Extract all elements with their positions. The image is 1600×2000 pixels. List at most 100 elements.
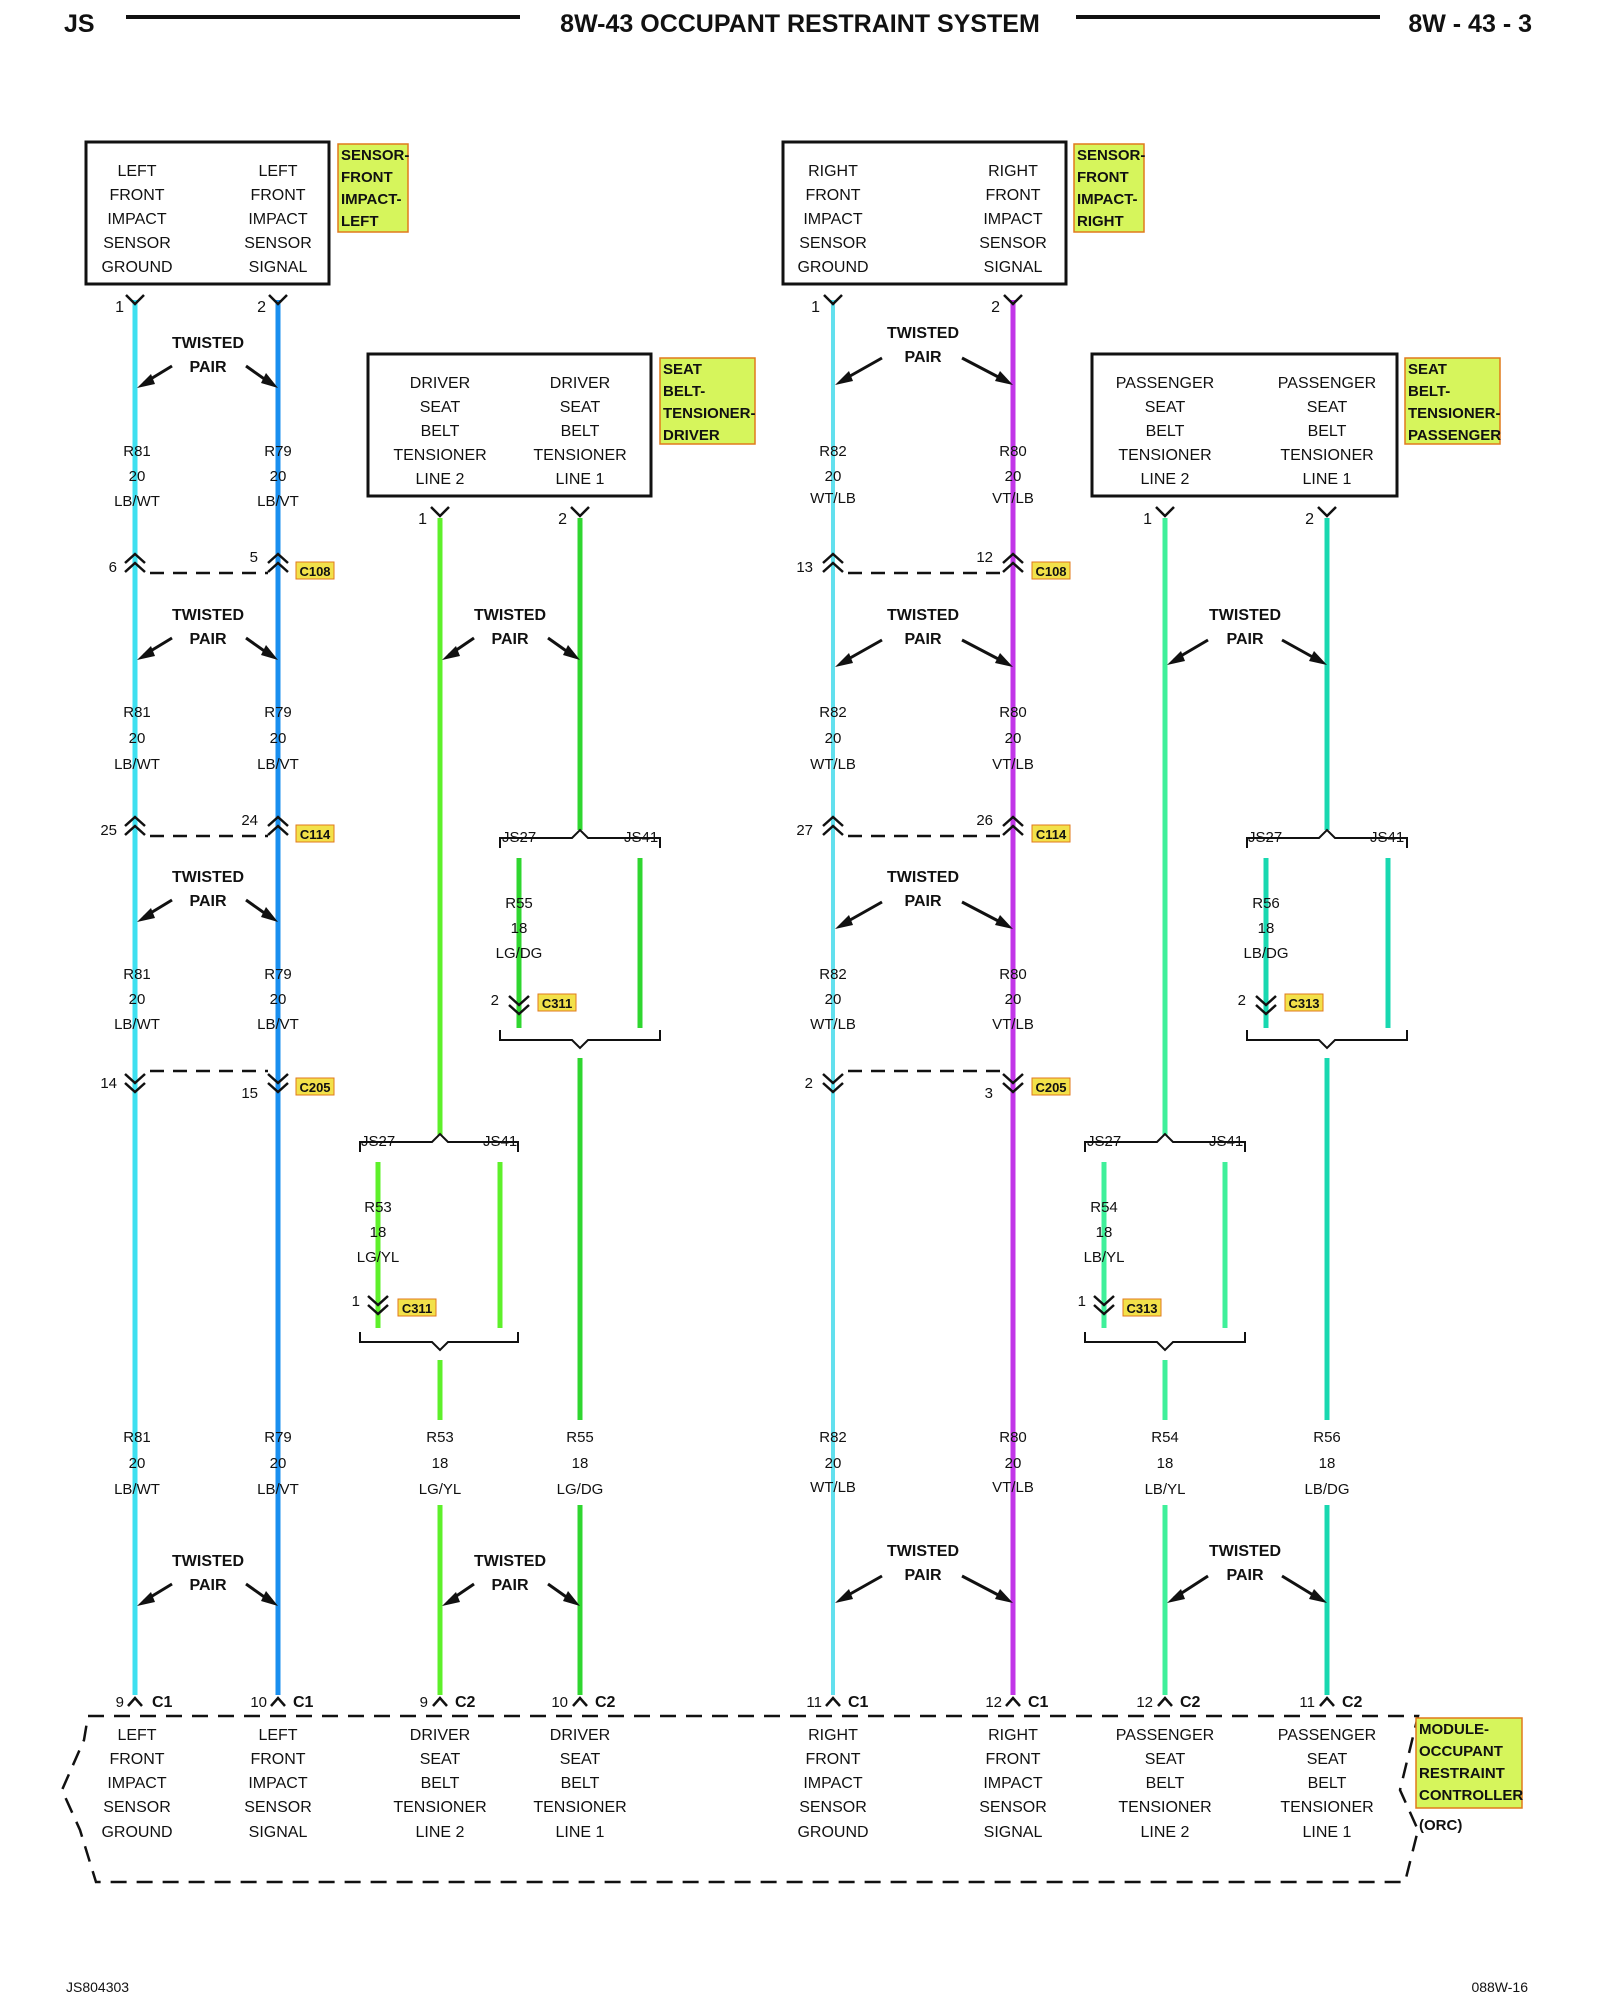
svg-text:FRONT: FRONT	[109, 1751, 164, 1768]
svg-text:2: 2	[805, 1075, 813, 1092]
svg-text:C2: C2	[595, 1694, 616, 1711]
sensor-front-impact-left: LEFT FRONT IMPACT SENSOR GROUND LEFT FRO…	[84, 140, 409, 316]
pin-terminal	[1155, 506, 1175, 518]
svg-text:LB/WT: LB/WT	[114, 493, 160, 510]
label: TENSIONER	[1280, 447, 1373, 464]
svg-text:IMPACT: IMPACT	[248, 1775, 307, 1792]
label: DRIVER	[550, 375, 610, 392]
svg-text:12: 12	[976, 549, 993, 566]
svg-text:TENSIONER: TENSIONER	[533, 1799, 626, 1816]
pin-terminal	[1003, 294, 1023, 306]
twisted-pair-label: TWISTED PAIR	[442, 1553, 580, 1606]
label: LINE 2	[1141, 471, 1190, 488]
svg-text:2: 2	[1238, 992, 1246, 1009]
label: PASSENGER	[1278, 375, 1376, 392]
wire-label-r56: R56 18 LB/DG	[1304, 1429, 1349, 1498]
wire-label-r53: R53 18 LG/YL	[419, 1429, 462, 1498]
seat-belt-tensioner-driver: DRIVER SEAT BELT TENSIONER LINE 2 DRIVER…	[366, 352, 756, 528]
tag-text: CONTROLLER	[1419, 1787, 1523, 1804]
svg-text:BELT: BELT	[1308, 1775, 1347, 1792]
svg-text:R81: R81	[123, 443, 151, 460]
wire-label-r81: R81 20 LB/WT	[114, 443, 160, 510]
svg-text:11: 11	[806, 1694, 822, 1711]
pin-terminal	[570, 506, 590, 518]
page-footer: JS804303 088W-16	[66, 1979, 1528, 1995]
svg-text:VT/LB: VT/LB	[992, 1016, 1034, 1033]
orc-col-driver-line2: DRIVER SEAT BELT TENSIONER LINE 2	[393, 1727, 486, 1841]
twisted-pair-label: TWISTED PAIR	[835, 869, 1013, 929]
twisted-pair-label: TWISTED PAIR	[835, 607, 1013, 667]
label: FRONT	[109, 187, 164, 204]
svg-text:18: 18	[1096, 1224, 1113, 1241]
label: IMPACT	[803, 211, 862, 228]
component-tag	[337, 143, 409, 233]
svg-text:PAIR: PAIR	[491, 631, 528, 648]
svg-text:SIGNAL: SIGNAL	[249, 1824, 308, 1841]
svg-text:25: 25	[100, 822, 117, 839]
svg-text:C311: C311	[402, 1301, 432, 1316]
svg-text:15: 15	[241, 1085, 258, 1102]
svg-text:10: 10	[250, 1694, 267, 1711]
label: LINE 1	[1303, 471, 1352, 488]
pin-terminal	[125, 294, 145, 306]
orc-abbreviation: (ORC)	[1419, 1817, 1462, 1834]
svg-text:20: 20	[825, 468, 842, 485]
label: SENSOR	[979, 235, 1047, 252]
svg-text:R56: R56	[1313, 1429, 1341, 1446]
component-box	[1090, 352, 1399, 498]
wire-labels: R81 20 LB/WT R81 20 LB/WT R81 20 LB/WT R…	[114, 443, 1349, 1498]
svg-text:JS27: JS27	[1248, 829, 1282, 846]
label: SIGNAL	[984, 259, 1043, 276]
splices: JS27 JS41 2 C311 JS27 JS41 1 C311 JS27 J…	[352, 828, 1408, 1352]
tag-text: FRONT	[341, 169, 393, 186]
label: LEFT	[258, 163, 297, 180]
twisted-pair-label: TWISTED PAIR	[835, 1543, 1013, 1603]
svg-text:SENSOR: SENSOR	[799, 1799, 867, 1816]
orc-col-left-sensor-signal: LEFT FRONT IMPACT SENSOR SIGNAL	[244, 1727, 312, 1841]
svg-text:C205: C205	[299, 1080, 330, 1095]
svg-text:R79: R79	[264, 704, 292, 721]
svg-text:LB/DG: LB/DG	[1243, 945, 1288, 962]
svg-text:LINE 1: LINE 1	[1303, 1824, 1352, 1841]
svg-text:20: 20	[129, 1455, 146, 1472]
svg-text:R55: R55	[505, 895, 533, 912]
tag-text: DRIVER	[663, 427, 720, 444]
tag-text: RESTRAINT	[1419, 1765, 1505, 1782]
svg-text:R79: R79	[264, 1429, 292, 1446]
svg-text:R81: R81	[123, 966, 151, 983]
svg-text:12: 12	[1136, 1694, 1153, 1711]
svg-text:R56: R56	[1252, 895, 1280, 912]
inline-connectors: 6 5 C108 25 24 C114 14 15 C205	[100, 549, 1071, 1102]
label: BELT	[1308, 423, 1347, 440]
svg-text:TWISTED: TWISTED	[172, 335, 244, 352]
twisted-pair-label: TWISTED PAIR	[137, 607, 278, 660]
pin-number: 1	[811, 299, 820, 316]
wire-label-r82: R82 20 WT/LB	[810, 1429, 856, 1496]
svg-text:R80: R80	[999, 704, 1027, 721]
svg-text:R54: R54	[1151, 1429, 1179, 1446]
svg-text:C1: C1	[848, 1694, 869, 1711]
twisted-pair-label: TWISTED PAIR	[835, 325, 1013, 385]
svg-text:LB/YL: LB/YL	[1145, 1481, 1186, 1498]
svg-text:RIGHT: RIGHT	[808, 1727, 858, 1744]
pin-number: 1	[1143, 511, 1152, 528]
tag-text: IMPACT-	[341, 191, 402, 208]
connector-c205-right: 2 3 C205	[805, 1069, 1071, 1102]
label: SEAT	[1307, 399, 1348, 416]
svg-text:JS27: JS27	[1087, 1133, 1121, 1150]
svg-text:20: 20	[825, 991, 842, 1008]
orc-col-right-sensor-ground: RIGHT FRONT IMPACT SENSOR GROUND	[797, 1727, 868, 1841]
wires	[132, 300, 1391, 1695]
svg-text:24: 24	[241, 812, 258, 829]
tag-text: TENSIONER-	[1408, 405, 1501, 422]
pin-number: 2	[558, 511, 567, 528]
splice-passenger-line2: JS27 JS41 1 C313	[1078, 1132, 1246, 1352]
svg-text:TWISTED: TWISTED	[1209, 1543, 1281, 1560]
tag-text: SENSOR-	[341, 147, 409, 164]
twisted-pair-label: TWISTED PAIR	[137, 335, 278, 388]
svg-text:PAIR: PAIR	[189, 893, 226, 910]
svg-text:C108: C108	[1035, 564, 1066, 579]
svg-text:12: 12	[985, 1694, 1002, 1711]
label: GROUND	[797, 259, 868, 276]
svg-text:20: 20	[1005, 1455, 1022, 1472]
